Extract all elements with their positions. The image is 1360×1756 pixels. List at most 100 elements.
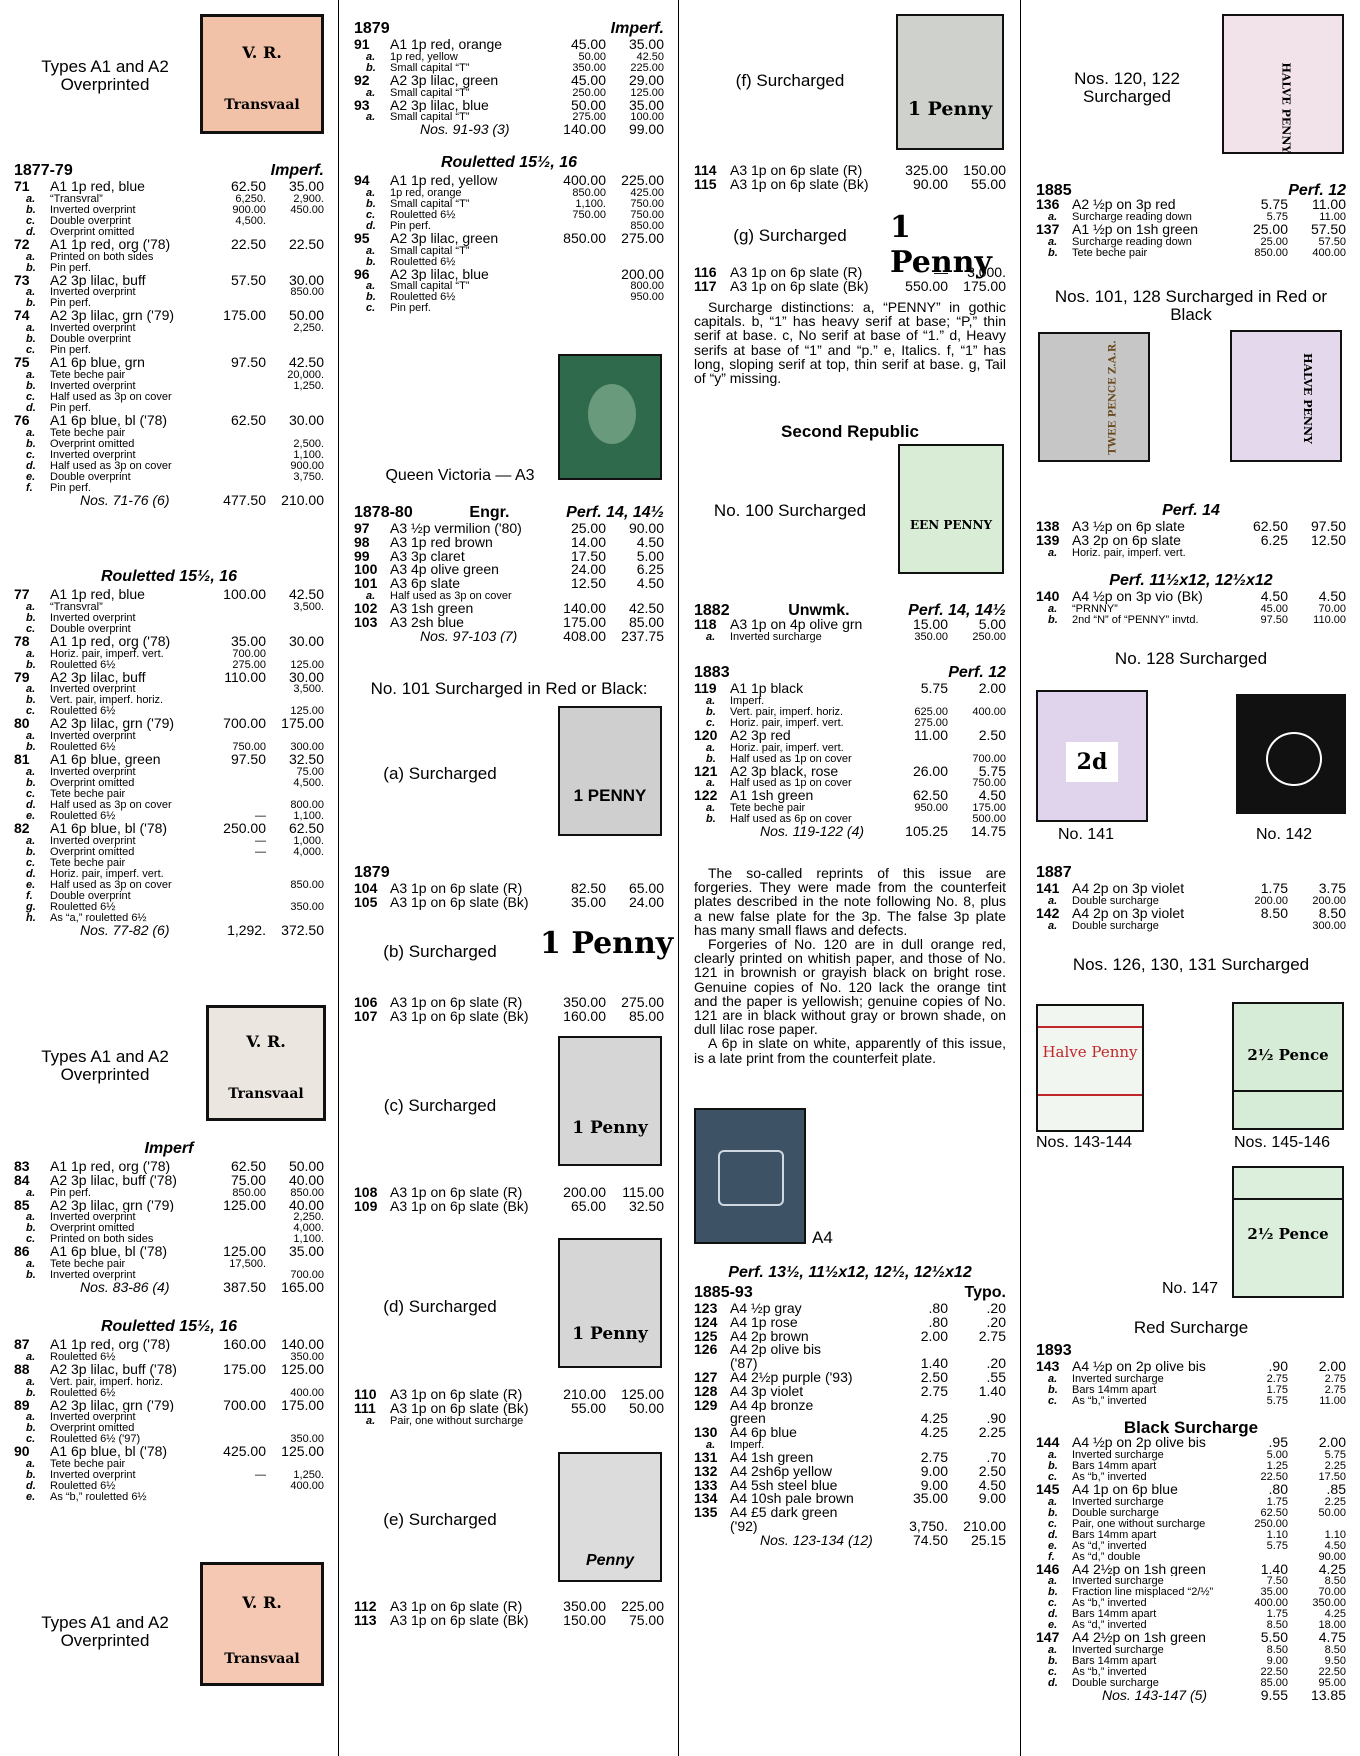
catalog-number: a. — [26, 286, 36, 299]
description: As “d,” double — [1072, 1551, 1141, 1563]
description: A4 ½p gray — [730, 1302, 802, 1316]
catalog-number: c. — [1048, 1394, 1058, 1407]
description: A4 2p on 3p violet — [1072, 882, 1185, 896]
description: Double overprint — [50, 623, 131, 635]
used-value: 750.00 — [972, 777, 1006, 790]
mint-value: 22.50 — [1260, 1470, 1288, 1483]
catalog-number: c. — [26, 787, 36, 800]
used-value: 4,500. — [293, 776, 324, 789]
mint-value: 62.50 — [230, 411, 266, 428]
description: Small capital “T” — [390, 281, 470, 293]
mint-value: 22.50 — [1260, 1666, 1288, 1679]
description: Rouletted 6½ — [390, 292, 456, 304]
description: Tete beche pair — [1072, 247, 1148, 259]
mint-value — [548, 257, 606, 268]
catalog-number: b. — [366, 197, 376, 210]
used-value: 95.00 — [1318, 1677, 1346, 1690]
catalog-number: a. — [26, 834, 36, 847]
used-value: .70 — [986, 1448, 1006, 1465]
description: A4 2p brown — [730, 1329, 809, 1344]
mint-value: 1.75 — [1266, 1383, 1288, 1396]
description: A1 6p blue, grn — [50, 356, 145, 370]
catalog-number: 98 — [354, 533, 370, 550]
mint-value: 55.00 — [570, 1399, 606, 1416]
mint-value — [1230, 548, 1288, 559]
head-left: 1877-79 — [14, 162, 73, 179]
mint-value — [548, 303, 606, 314]
stamp-image-halve-penny: HALVE PENNY — [1230, 330, 1342, 462]
used-value — [266, 613, 324, 624]
catalog-number: c. — [366, 302, 376, 315]
mint-value: 65.00 — [570, 1197, 606, 1214]
description: Rouletted 6½ — [50, 742, 116, 754]
used-value: 750.00 — [630, 208, 664, 221]
catalog-number: 112 — [354, 1598, 377, 1614]
late-print-note: A 6p in slate on white, apparently of th… — [694, 1035, 1006, 1066]
variety-row: c.Pin perf. — [354, 303, 664, 314]
used-value: 175.00 — [972, 802, 1006, 815]
variety-row: c.Tete beche pair — [14, 787, 324, 800]
section-1887-header: 1887 — [1036, 864, 1072, 881]
variety-row: a.Imperf. — [694, 1439, 1006, 1451]
mint-value — [208, 767, 266, 778]
head-left: 1879 — [354, 864, 390, 881]
surcharge-c-caption: (c) Surcharged — [383, 1096, 497, 1115]
description: Fraction line misplaced “2/½” — [1072, 1587, 1214, 1599]
head-right: Perf. 14, 14½ — [566, 504, 664, 521]
mint-value — [208, 1212, 266, 1223]
description: A4 ½p on 3p vio (Bk) — [1072, 590, 1203, 604]
description: Bars 14mm apart — [1072, 1460, 1157, 1472]
used-value: 4.50 — [636, 575, 664, 592]
used-value: 125.00 — [281, 1360, 324, 1377]
description: Nos. 119-122 (4) — [760, 825, 865, 839]
description: Inverted surcharge — [1072, 1449, 1164, 1461]
stamp-image-surcharge-f: 1 Penny — [896, 14, 1004, 150]
catalog-number: a. — [26, 368, 36, 381]
used-value: 3,500. — [293, 600, 324, 613]
used-value: 62.50 — [288, 819, 324, 836]
used-value: 32.50 — [628, 1197, 664, 1214]
mint-value — [208, 891, 266, 902]
catalog-number: 118 — [694, 616, 717, 632]
used-value: 57.50 — [1310, 220, 1346, 237]
mint-value — [208, 252, 266, 263]
stamp-surcharge-text: 1 Penny — [572, 1324, 648, 1344]
description: A1 1p red, blue — [50, 588, 145, 602]
used-value: 11.00 — [1319, 210, 1346, 223]
description: A3 1p red brown — [390, 535, 493, 550]
catalog-number: b. — [1048, 1506, 1058, 1519]
description: A1 1p red, orange — [390, 38, 503, 52]
used-value: 100.00 — [630, 111, 664, 124]
catalog-number — [694, 1534, 730, 1548]
variety-row: b.Double overprint — [14, 334, 324, 345]
description: Rouletted 6½ — [50, 706, 116, 718]
mint-value — [208, 695, 266, 706]
catalog-number: a. — [366, 280, 376, 293]
catalog-number: 134 — [694, 1490, 718, 1507]
mint-value: 250.00 — [1254, 1517, 1288, 1530]
catalog-number: d. — [1048, 1677, 1058, 1690]
used-value: 300.00 — [290, 741, 324, 754]
description: A2 3p lilac, grn ('79) — [50, 309, 175, 324]
mint-value — [208, 472, 266, 483]
